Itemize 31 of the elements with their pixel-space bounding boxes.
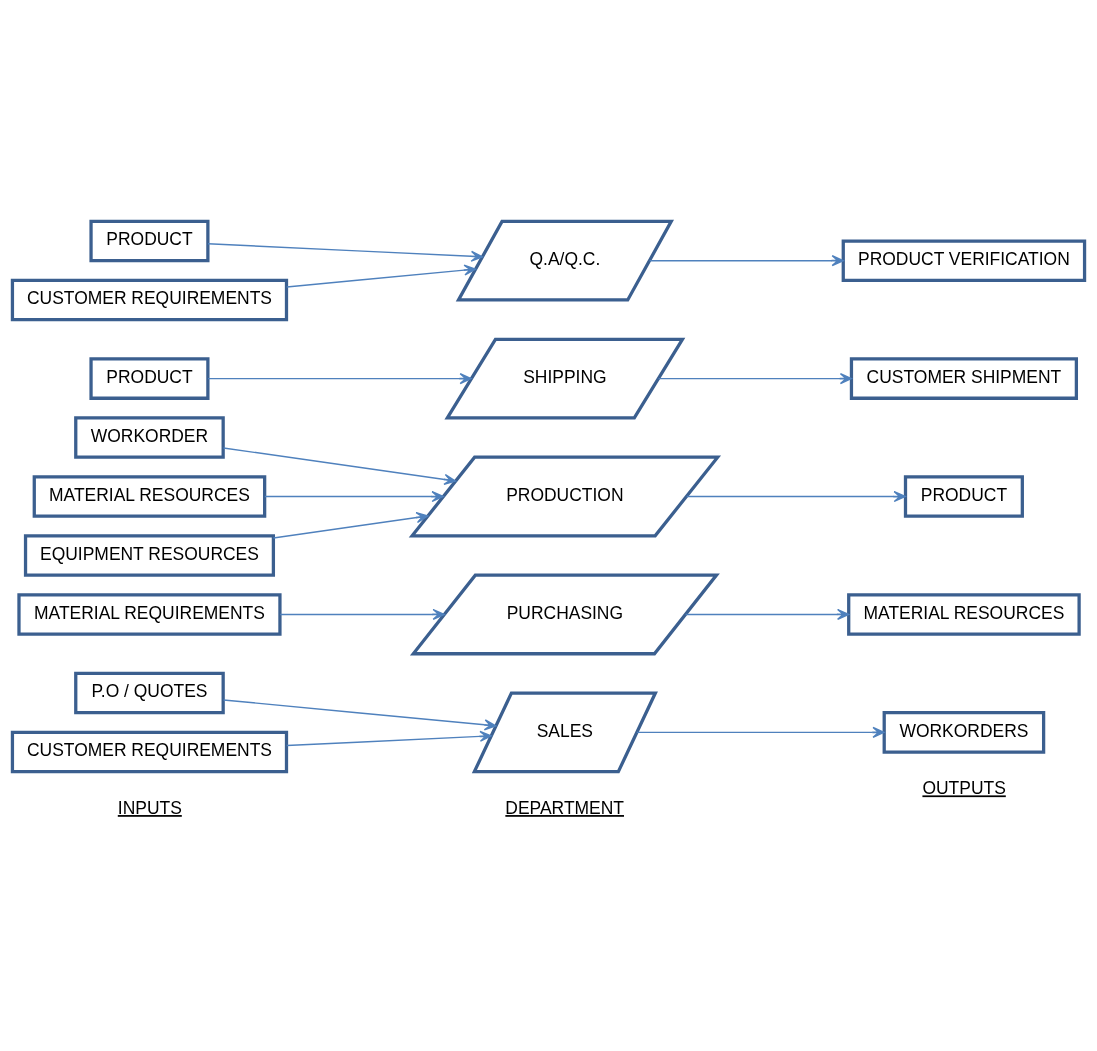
arrow (286, 264, 477, 288)
arrow (264, 490, 444, 502)
node-box: WORKORDERS (882, 710, 1046, 754)
node-box: MATERIAL RESOURCES (847, 592, 1081, 636)
node-box: PRODUCT (89, 219, 210, 262)
label: OUTPUTS (922, 777, 1006, 798)
node-box: MATERIAL RESOURCES (32, 474, 267, 518)
arrow (684, 608, 850, 620)
node-box: CUSTOMER REQUIREMENTS (10, 730, 289, 773)
node-box: WORKORDER (74, 415, 225, 459)
node-box: PRODUCT VERIFICATION (841, 238, 1087, 282)
node-box: PRODUCT (903, 474, 1024, 518)
node-box: CUSTOMER REQUIREMENTS (10, 278, 289, 321)
arrow (286, 730, 492, 746)
arrow (222, 446, 457, 485)
label: DEPARTMENT (505, 797, 625, 818)
node-box: MATERIAL REQUIREMENTS (17, 592, 282, 636)
arrow (222, 698, 497, 730)
arrow (207, 372, 472, 384)
node-box: P.O / QUOTES (74, 671, 225, 714)
arrow (207, 242, 483, 262)
arrow (648, 254, 844, 266)
node-box: CUSTOMER SHIPMENT (849, 356, 1079, 400)
arrow (657, 372, 853, 384)
arrow (685, 490, 906, 502)
arrow (636, 726, 885, 738)
arrow (279, 608, 445, 620)
node-box: PRODUCT (89, 356, 210, 400)
node-box: EQUIPMENT RESOURCES (23, 533, 276, 577)
arrow (272, 511, 429, 539)
label: INPUTS (117, 797, 182, 818)
